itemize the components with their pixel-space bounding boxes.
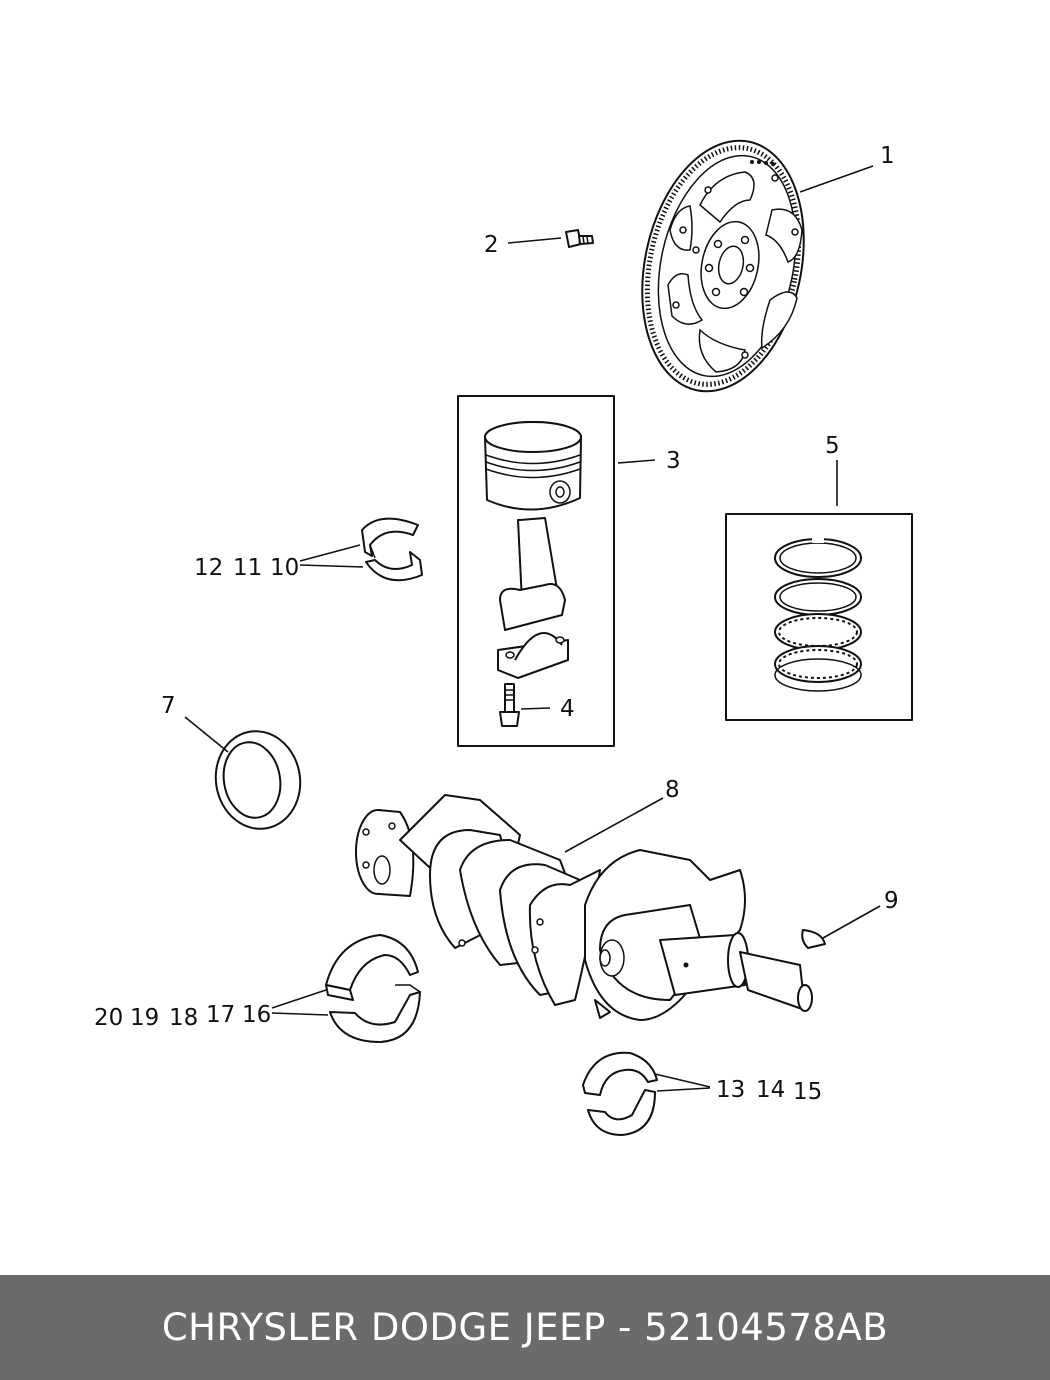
- callout-20: 20: [94, 1005, 123, 1031]
- crankshaft-key-part: [801, 929, 826, 949]
- callout-13: 13: [716, 1077, 745, 1103]
- rod-bearing-10-12-part: [361, 517, 423, 582]
- flexplate-bolt-part: [565, 229, 594, 248]
- callout-2: 2: [484, 232, 499, 258]
- callout-11: 11: [233, 555, 262, 581]
- piston-connecting-rod-part: [484, 421, 582, 679]
- rear-main-seal-part: [214, 730, 302, 830]
- callout-12: 12: [194, 555, 223, 581]
- footer-title: CHRYSLER DODGE JEEP - 52104578AB: [161, 1306, 889, 1349]
- callout-7: 7: [161, 693, 176, 719]
- callout-19: 19: [130, 1005, 159, 1031]
- callout-8: 8: [665, 777, 680, 803]
- callout-4: 4: [560, 696, 575, 722]
- callout-10: 10: [270, 555, 299, 581]
- callout-18: 18: [169, 1005, 198, 1031]
- callout-17: 17: [206, 1002, 235, 1028]
- crankshaft-part: [355, 794, 813, 1021]
- callout-3: 3: [666, 448, 681, 474]
- callout-9: 9: [884, 888, 899, 914]
- parts-diagram: 1 2 3 5 4 7 8 9 12 11 10 20 19 18 17 16 …: [94, 139, 913, 1136]
- main-bearing-16-20-part: [325, 934, 421, 1043]
- callout-14: 14: [756, 1077, 785, 1103]
- callout-15: 15: [793, 1079, 822, 1105]
- callout-1: 1: [880, 143, 895, 169]
- callout-labels: 1 2 3 5 4 7 8 9 12 11 10 20 19 18 17 16 …: [94, 143, 899, 1105]
- rod-bolt-part: [499, 683, 520, 727]
- leader-lines: [184, 165, 881, 1092]
- footer-bar: CHRYSLER DODGE JEEP - 52104578AB: [0, 1275, 1050, 1380]
- piston-rings-part: [774, 537, 862, 692]
- main-bearing-13-15-part: [582, 1051, 658, 1136]
- flexplate-part: [641, 139, 805, 393]
- callout-16: 16: [242, 1002, 271, 1028]
- callout-5: 5: [825, 433, 840, 459]
